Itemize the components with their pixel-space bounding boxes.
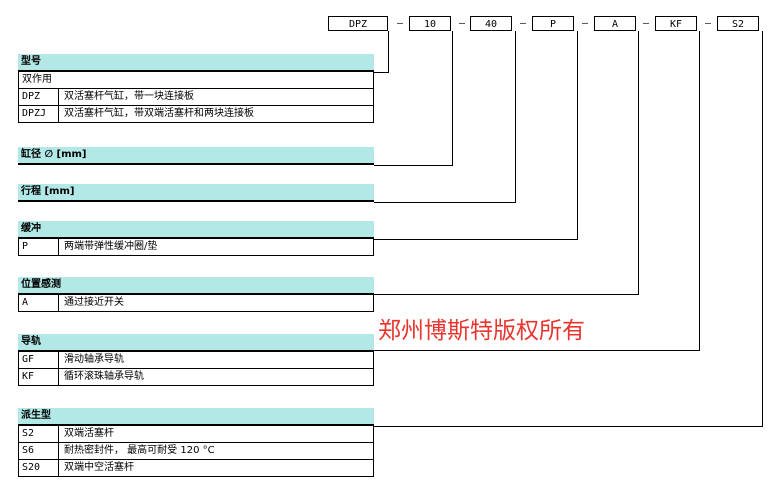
- table-row: S20 双端中空活塞杆: [18, 460, 374, 477]
- row-desc: 双端中空活塞杆: [64, 462, 134, 473]
- row-code: A: [19, 295, 59, 311]
- code-box-stroke: 40: [470, 16, 512, 31]
- row-code: P: [19, 239, 59, 255]
- code-box-model: DPZ: [328, 16, 388, 31]
- section-title: 行程 [mm]: [18, 184, 374, 202]
- table-row: GF 滑动轴承导轨: [18, 352, 374, 369]
- separator: –: [459, 18, 466, 29]
- section-title: 位置感测: [18, 277, 374, 295]
- row-desc: 双活塞杆气缸，带一块连接板: [64, 91, 194, 102]
- section-cushioning: 缓冲 P 两端带弹性缓冲圈/垫: [18, 221, 374, 256]
- row-code: S20: [19, 460, 59, 476]
- section-subtitle: 双作用: [18, 72, 374, 89]
- row-code: KF: [19, 369, 59, 385]
- section-title: 派生型: [18, 408, 374, 426]
- code-box-variant: S2: [717, 16, 759, 31]
- row-code: S2: [19, 426, 59, 442]
- separator: –: [582, 18, 589, 29]
- separator: –: [397, 18, 404, 29]
- table-row: DPZJ 双活塞杆气缸，带双端活塞杆和两块连接板: [18, 106, 374, 123]
- code-box-cushioning: P: [532, 16, 574, 31]
- code-box-guide: KF: [655, 16, 697, 31]
- section-variants: 派生型 S2 双端活塞杆 S6 耐热密封件， 最高可耐受 120 °C S20 …: [18, 408, 374, 477]
- table-row: S2 双端活塞杆: [18, 426, 374, 443]
- section-stroke: 行程 [mm]: [18, 184, 374, 202]
- separator: –: [643, 18, 650, 29]
- row-code: DPZJ: [19, 106, 59, 122]
- section-title: 型号: [18, 54, 374, 72]
- row-desc: 双端活塞杆: [64, 428, 114, 439]
- row-code: GF: [19, 352, 59, 368]
- row-desc: 滑动轴承导轨: [64, 354, 124, 365]
- separator: –: [520, 18, 527, 29]
- section-title: 缸径 ∅ [mm]: [18, 147, 374, 165]
- section-title: 导轨: [18, 334, 374, 352]
- table-row: DPZ 双活塞杆气缸，带一块连接板: [18, 89, 374, 106]
- table-row: S6 耐热密封件， 最高可耐受 120 °C: [18, 443, 374, 460]
- row-desc: 两端带弹性缓冲圈/垫: [64, 241, 158, 252]
- section-guide: 导轨 GF 滑动轴承导轨 KF 循环滚珠轴承导轨: [18, 334, 374, 386]
- table-row: A 通过接近开关: [18, 295, 374, 312]
- row-code: DPZ: [19, 89, 59, 105]
- table-row: P 两端带弹性缓冲圈/垫: [18, 239, 374, 256]
- code-box-position-sensing: A: [594, 16, 636, 31]
- row-desc: 循环滚珠轴承导轨: [64, 371, 144, 382]
- row-desc: 双活塞杆气缸，带双端活塞杆和两块连接板: [64, 108, 254, 119]
- code-box-bore: 10: [409, 16, 451, 31]
- row-desc: 耐热密封件， 最高可耐受 120 °C: [64, 445, 215, 456]
- row-desc: 通过接近开关: [64, 297, 124, 308]
- watermark: 郑州博斯特版权所有: [378, 318, 585, 344]
- row-code: S6: [19, 443, 59, 459]
- table-row: KF 循环滚珠轴承导轨: [18, 369, 374, 386]
- separator: –: [705, 18, 712, 29]
- section-bore: 缸径 ∅ [mm]: [18, 147, 374, 165]
- section-model: 型号 双作用 DPZ 双活塞杆气缸，带一块连接板 DPZJ 双活塞杆气缸，带双端…: [18, 54, 374, 123]
- section-title: 缓冲: [18, 221, 374, 239]
- section-position-sensing: 位置感测 A 通过接近开关: [18, 277, 374, 312]
